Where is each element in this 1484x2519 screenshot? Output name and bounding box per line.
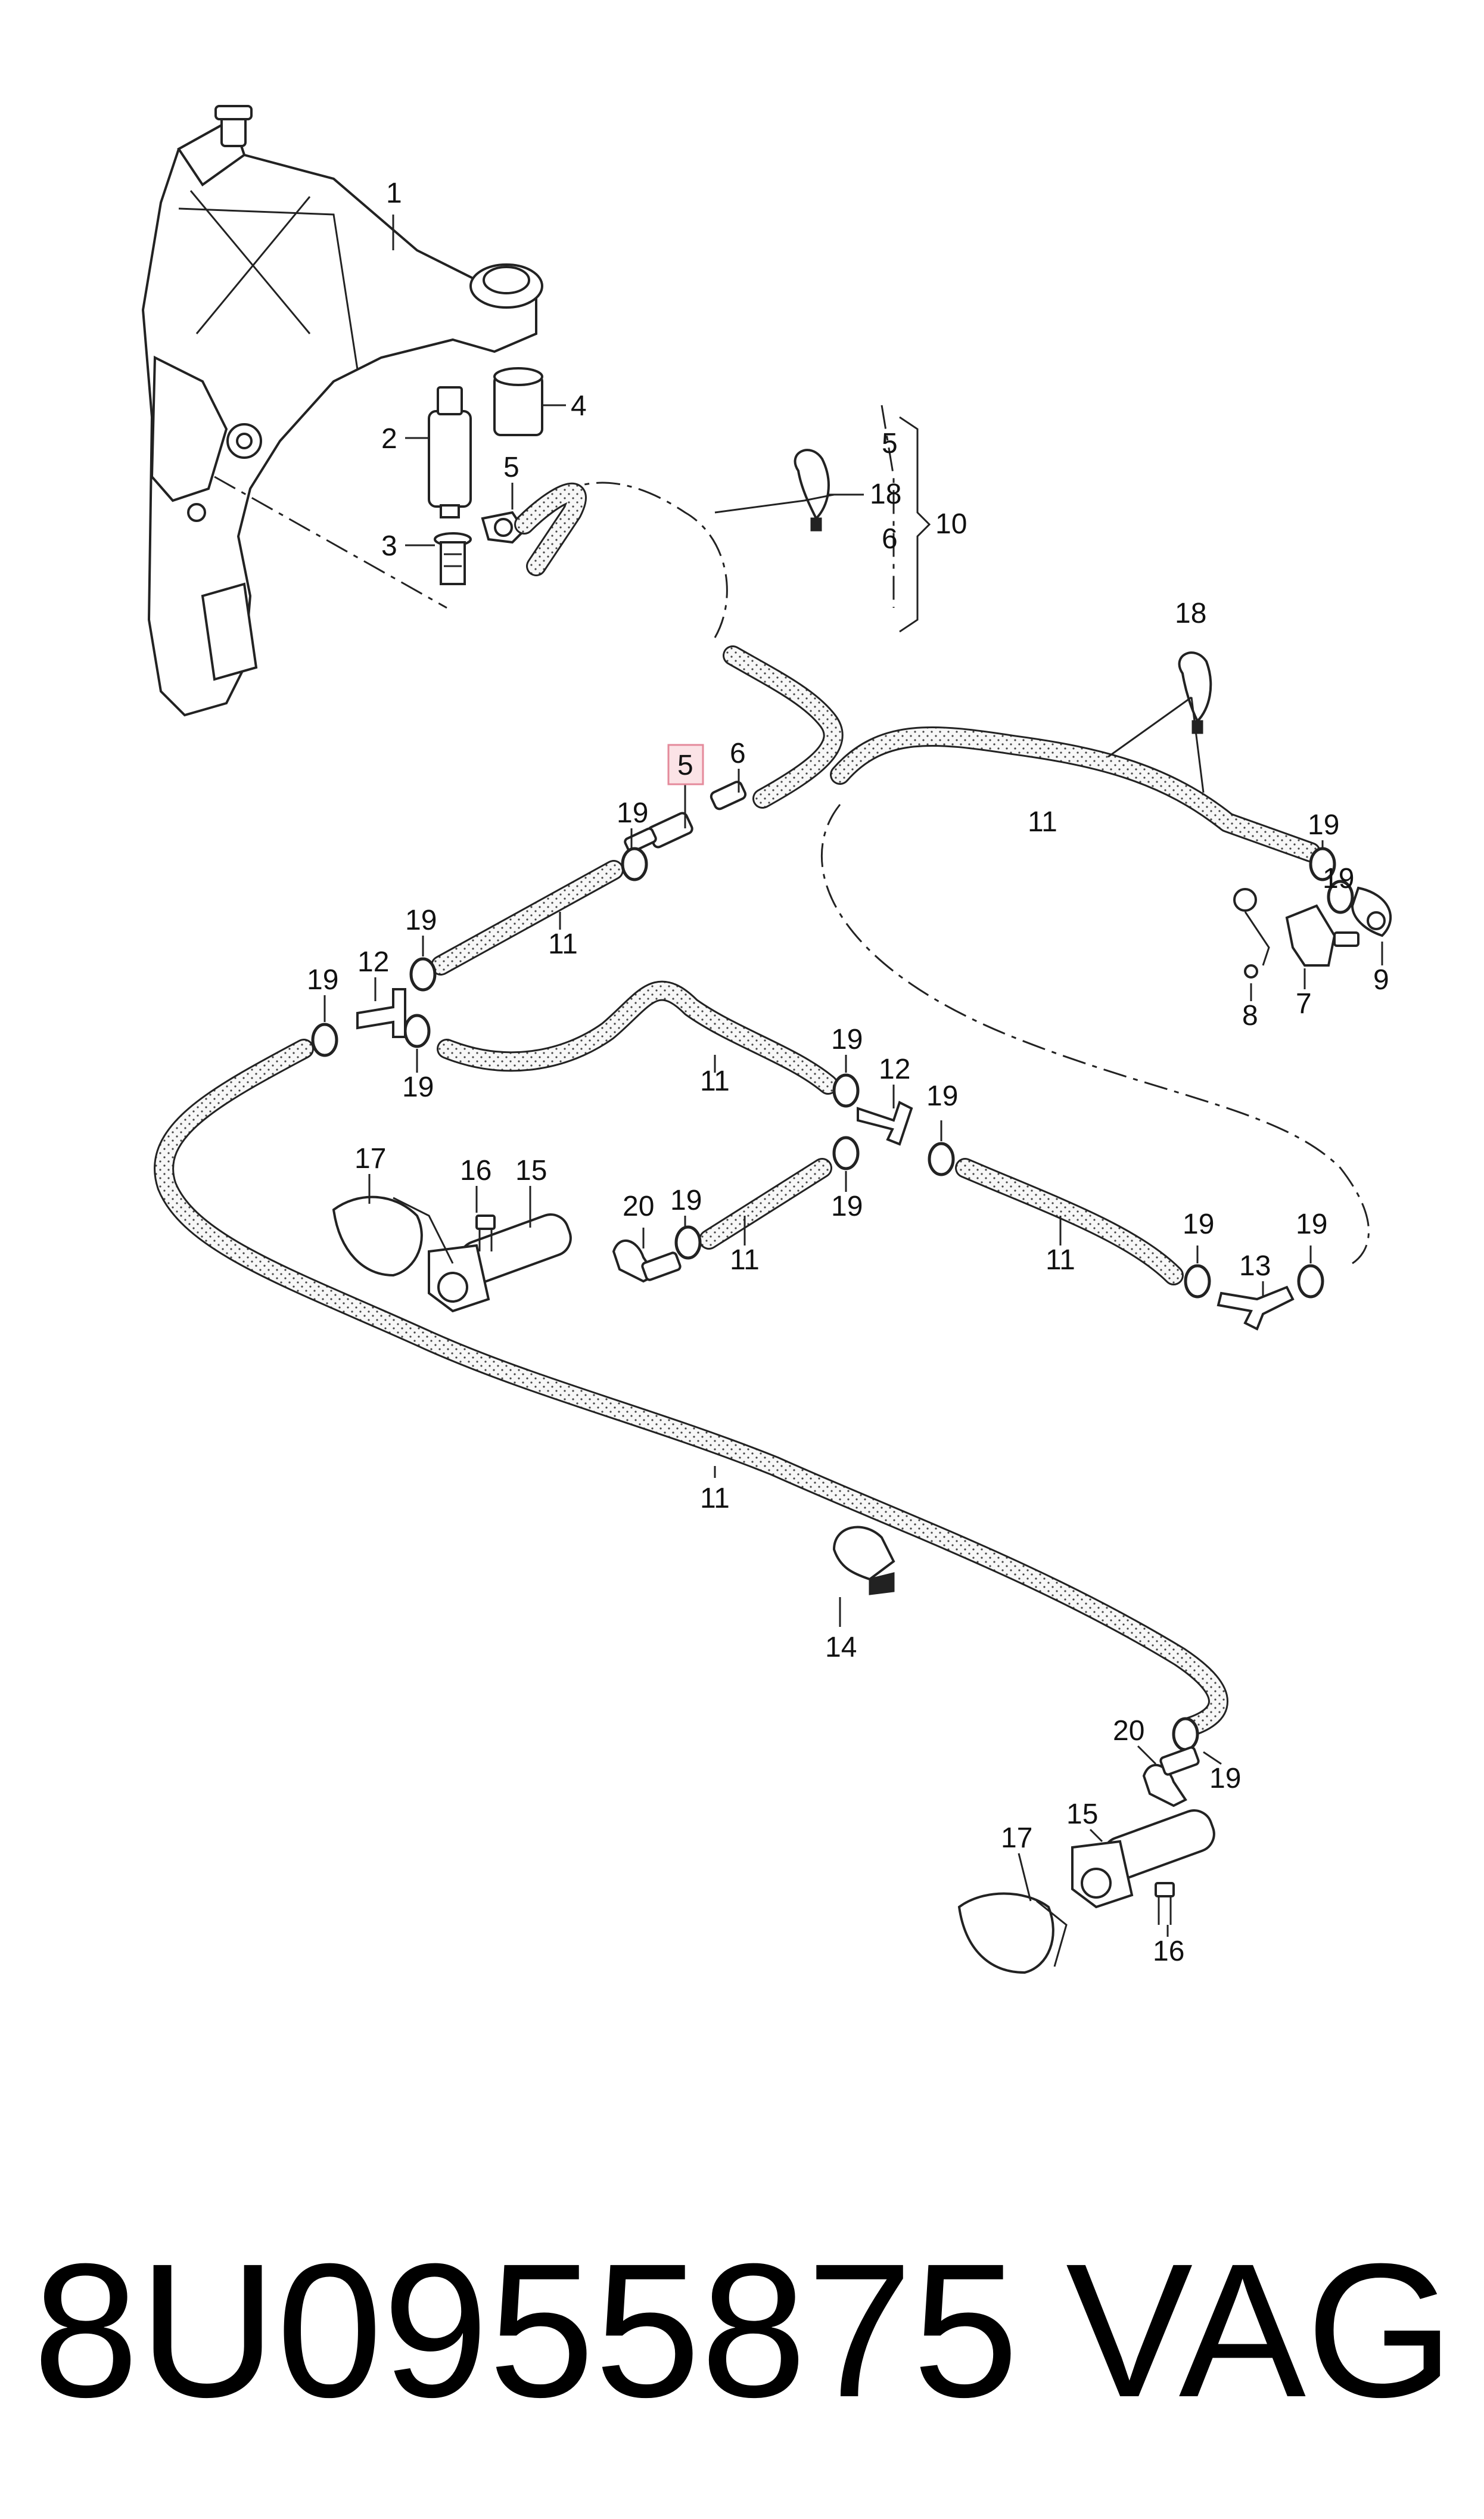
callout-16-left: 16 bbox=[460, 1155, 491, 1186]
callout-5-highlighted: 5 bbox=[677, 750, 693, 781]
callout-19-g: 19 bbox=[926, 1080, 958, 1112]
screw-right bbox=[1155, 1882, 1175, 1925]
screw-left bbox=[475, 1215, 496, 1251]
callout-11-mid3: 11 bbox=[730, 1244, 760, 1276]
callout-1: 1 bbox=[386, 178, 402, 209]
grommet bbox=[493, 367, 543, 436]
callout-19-j: 19 bbox=[1296, 1209, 1327, 1240]
hose-long bbox=[154, 1039, 1228, 1738]
washer-jet bbox=[1285, 904, 1359, 967]
elbow-left bbox=[612, 1239, 682, 1283]
callout-19-c: 19 bbox=[307, 964, 338, 996]
callout-6-connector: 6 bbox=[730, 738, 746, 769]
brand-label: VAG bbox=[1065, 2223, 1454, 2437]
washer-pump bbox=[428, 386, 472, 518]
callout-19-e: 19 bbox=[831, 1024, 863, 1055]
callout-19-h: 19 bbox=[670, 1185, 702, 1216]
callout-16-right: 16 bbox=[1153, 1936, 1184, 1967]
callout-15-left: 15 bbox=[515, 1155, 547, 1186]
callout-12-right: 12 bbox=[879, 1054, 910, 1085]
hose-mid-3 bbox=[699, 1158, 832, 1250]
callout-11-right: 11 bbox=[1028, 806, 1057, 838]
callout-12-left: 12 bbox=[357, 946, 389, 978]
callout-20-left: 20 bbox=[623, 1191, 654, 1222]
callout-19-d: 19 bbox=[402, 1071, 434, 1103]
callout-17-right: 17 bbox=[1001, 1822, 1032, 1854]
hose-right-upper bbox=[830, 726, 1321, 862]
part-footer: 8U0955875 VAG bbox=[0, 2205, 1484, 2455]
callout-8: 8 bbox=[1242, 1000, 1258, 1032]
strainer bbox=[434, 532, 472, 585]
callout-2: 2 bbox=[381, 423, 397, 455]
callout-11-mid1: 11 bbox=[548, 928, 578, 960]
callout-9: 9 bbox=[1373, 964, 1389, 996]
callout-18-upper: 18 bbox=[870, 479, 901, 510]
callout-19-l: 19 bbox=[1323, 863, 1354, 894]
callout-11-mid4: 11 bbox=[1046, 1244, 1075, 1276]
highlighted-part-marker bbox=[667, 744, 704, 785]
part-number: 8U0955875 bbox=[33, 2223, 1019, 2437]
callout-18-right: 18 bbox=[1175, 598, 1206, 629]
headlamp-washer-right bbox=[1071, 1809, 1215, 1909]
callout-19-k: 19 bbox=[1308, 809, 1339, 841]
callout-19-f: 19 bbox=[831, 1191, 863, 1222]
hose-mid-4 bbox=[955, 1158, 1184, 1285]
cable-tie-right bbox=[1178, 651, 1212, 734]
cable-tie-upper bbox=[794, 449, 830, 532]
hose-elbow bbox=[1351, 886, 1392, 937]
washer-reservoir bbox=[141, 105, 543, 717]
hose-mid-1 bbox=[431, 860, 624, 976]
callout-15-right: 15 bbox=[1066, 1799, 1098, 1830]
callout-4: 4 bbox=[571, 390, 587, 422]
callout-6-bracket: 6 bbox=[882, 523, 898, 555]
callout-17-left: 17 bbox=[354, 1143, 386, 1175]
headlamp-washer-left bbox=[428, 1213, 572, 1313]
callout-13: 13 bbox=[1239, 1250, 1271, 1282]
callout-20-right: 20 bbox=[1113, 1715, 1144, 1747]
hose-mid-2 bbox=[437, 980, 838, 1095]
callout-5-pump: 5 bbox=[503, 452, 519, 483]
connector-parts bbox=[311, 781, 1354, 1751]
pump-elbow bbox=[481, 511, 526, 544]
callout-11-mid2: 11 bbox=[700, 1066, 730, 1097]
callout-labels: 1 2 3 4 5 5 5 6 6 7 8 9 10 11 11 11 11 1… bbox=[307, 178, 1389, 1967]
callout-7: 7 bbox=[1296, 988, 1312, 1020]
parts-diagram: 1 2 3 4 5 5 5 6 6 7 8 9 10 11 11 11 11 1… bbox=[141, 105, 1392, 1974]
callout-19-a: 19 bbox=[617, 797, 648, 829]
callout-3: 3 bbox=[381, 530, 397, 562]
callout-11-long: 11 bbox=[700, 1483, 730, 1514]
cap-left bbox=[332, 1195, 454, 1277]
cap-right bbox=[957, 1892, 1068, 1974]
callout-5-bracket: 5 bbox=[882, 428, 898, 459]
callout-19-b: 19 bbox=[405, 905, 437, 936]
callout-19-i: 19 bbox=[1183, 1209, 1214, 1240]
jet-line bbox=[1233, 888, 1270, 979]
hose-holder bbox=[832, 1526, 895, 1595]
callout-19-m: 19 bbox=[1209, 1763, 1241, 1794]
callout-10: 10 bbox=[935, 508, 967, 540]
elbow-right bbox=[1142, 1746, 1200, 1807]
hose-upper bbox=[514, 482, 844, 809]
callout-14: 14 bbox=[825, 1632, 857, 1663]
